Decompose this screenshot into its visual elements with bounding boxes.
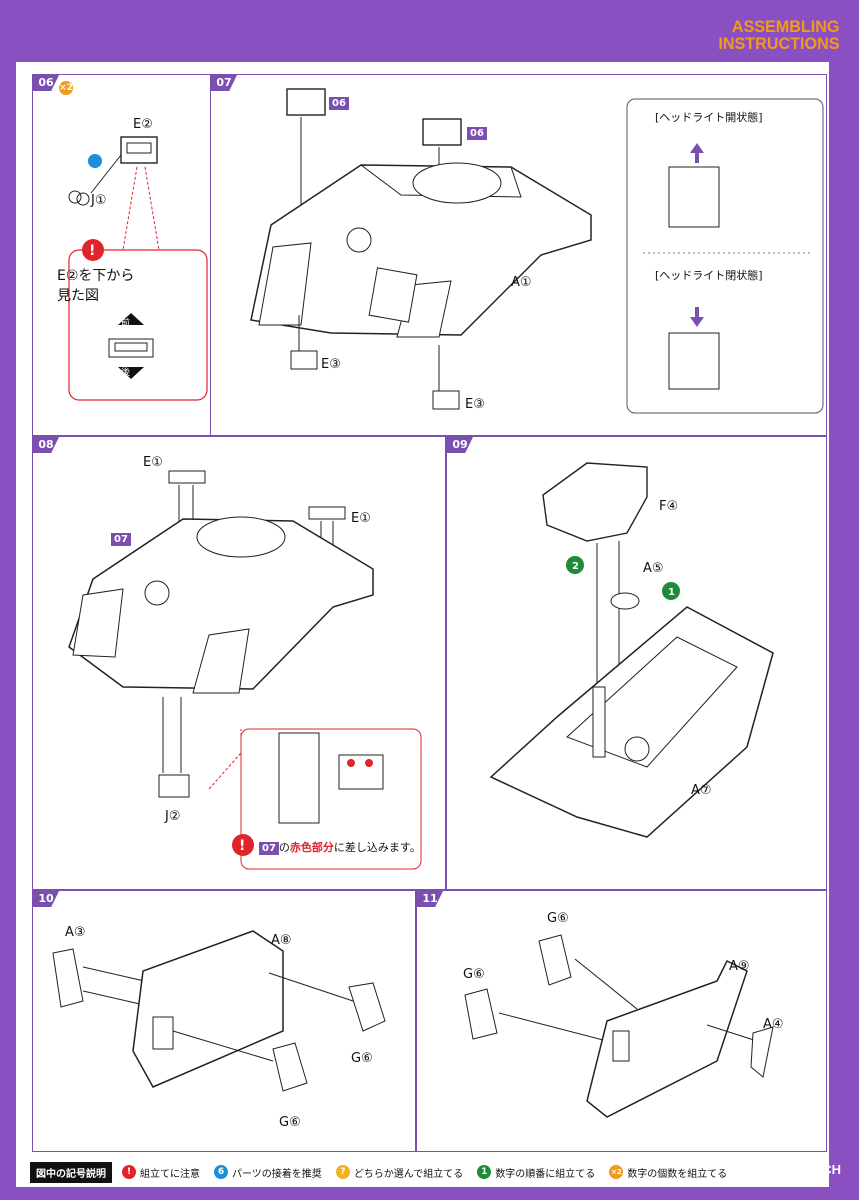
step-06-panel: 06 ×2 E② J① ! E②を下から 見た図 前 後 bbox=[32, 74, 211, 436]
ref-tag-06-right: 06 bbox=[467, 127, 487, 140]
quantity-badge: ×2 bbox=[59, 81, 73, 95]
step-number: 11 bbox=[417, 891, 443, 907]
note-pre: の bbox=[278, 841, 290, 854]
choose-icon: ? bbox=[335, 1165, 350, 1179]
part-label-e1-left: E① bbox=[143, 455, 163, 470]
part-label-a9: A⑨ bbox=[729, 959, 750, 974]
step-06-drawing: ! bbox=[68, 136, 208, 401]
step-number: 08 bbox=[33, 437, 59, 453]
brand-title: ASSEMBLING INSTRUCTIONS bbox=[718, 18, 839, 52]
legend-item-glue: 6 パーツの接着を推奨 bbox=[214, 1165, 322, 1180]
watermark: HOBBY SEARCH bbox=[735, 1162, 841, 1177]
step-number: 09 bbox=[447, 437, 473, 453]
svg-text:!: ! bbox=[239, 838, 245, 854]
note-ref-tag: 07 bbox=[259, 842, 279, 855]
caution-icon: ! bbox=[122, 1165, 136, 1179]
order-2-number: 2 bbox=[572, 561, 579, 572]
note-post: に差し込みます。 bbox=[333, 841, 421, 854]
part-label-a5: A⑤ bbox=[643, 561, 664, 576]
order-1-number: 1 bbox=[668, 587, 675, 598]
svg-text:!: ! bbox=[89, 243, 95, 259]
note-e2-line1: E②を下から bbox=[57, 268, 135, 284]
front-label: 前 bbox=[121, 319, 131, 329]
headlight-closed-title: [ヘッドライト閉状態] bbox=[655, 269, 763, 282]
part-label-j1: J① bbox=[91, 193, 107, 208]
legend-label: 組立てに注意 bbox=[140, 1168, 200, 1180]
part-label-f4: F④ bbox=[659, 499, 679, 514]
part-label-e1-right: E① bbox=[351, 511, 371, 526]
step-11-drawing bbox=[464, 934, 774, 1118]
part-label-a8: A⑧ bbox=[271, 933, 292, 948]
quantity-icon: ×2 bbox=[609, 1165, 624, 1179]
brand-line2: INSTRUCTIONS bbox=[717, 34, 839, 53]
note-red: 赤色部分 bbox=[289, 841, 334, 854]
legend-item-caution: ! 組立てに注意 bbox=[122, 1165, 200, 1180]
part-label-e2: E② bbox=[133, 117, 153, 132]
legend-label: 数字の順番に組立てる bbox=[495, 1168, 596, 1180]
part-label-a7: A⑦ bbox=[691, 783, 712, 798]
part-label-g6-top: G⑥ bbox=[547, 911, 569, 926]
step-09-drawing: 2 1 bbox=[489, 462, 774, 838]
headlight-open-title: [ヘッドライト開状態] bbox=[655, 111, 763, 124]
step-number: 10 bbox=[33, 891, 59, 907]
step-number: 06 bbox=[33, 75, 59, 91]
part-label-g6-right: G⑥ bbox=[351, 1051, 373, 1066]
part-label-a3: A③ bbox=[65, 925, 86, 940]
part-label-a1: A① bbox=[511, 275, 532, 290]
part-label-g6-left: G⑥ bbox=[463, 967, 485, 982]
glue-icon: 6 bbox=[214, 1165, 228, 1179]
part-label-a4: A④ bbox=[763, 1017, 784, 1032]
step-10-panel: 10 A③ A⑧ G⑥ G⑥ bbox=[32, 890, 416, 1152]
note-e2-line2: 見た図 bbox=[57, 288, 99, 304]
step-09-panel: 09 2 1 F④ A⑤ A⑦ bbox=[446, 436, 827, 890]
step-11-panel: 11 G⑥ G⑥ A⑨ A④ bbox=[416, 890, 827, 1152]
legend-label: 数字の個数を組立てる bbox=[627, 1168, 728, 1180]
brand-line1: ASSEMBLING bbox=[731, 17, 839, 36]
legend-item-choose: ?どちらか選んで組立てる bbox=[335, 1165, 464, 1180]
part-label-g6-bottom: G⑥ bbox=[279, 1115, 301, 1130]
order-icon: 1 bbox=[477, 1165, 492, 1179]
step-10-drawing bbox=[52, 930, 386, 1092]
ref-tag-07: 07 bbox=[111, 533, 131, 546]
legend-label: どちらか選んで組立てる bbox=[353, 1168, 464, 1180]
step-07-drawing bbox=[250, 88, 824, 414]
legend-label: パーツの接着を推奨 bbox=[232, 1168, 322, 1180]
step-08-drawing: ! bbox=[68, 470, 422, 870]
part-label-e3-left: E③ bbox=[321, 357, 341, 372]
part-label-j2: J② bbox=[165, 809, 181, 824]
part-label-e3-right: E③ bbox=[465, 397, 485, 412]
back-label: 後 bbox=[121, 368, 131, 378]
ref-tag-06-left: 06 bbox=[329, 97, 349, 110]
step-number: 07 bbox=[211, 75, 237, 91]
step-07-panel: 07 06 06 A① E③ E③ [ヘッドライト開状態] [ヘッドライト閉状態… bbox=[210, 74, 827, 436]
legend-title: 図中の記号説明 bbox=[30, 1161, 112, 1183]
